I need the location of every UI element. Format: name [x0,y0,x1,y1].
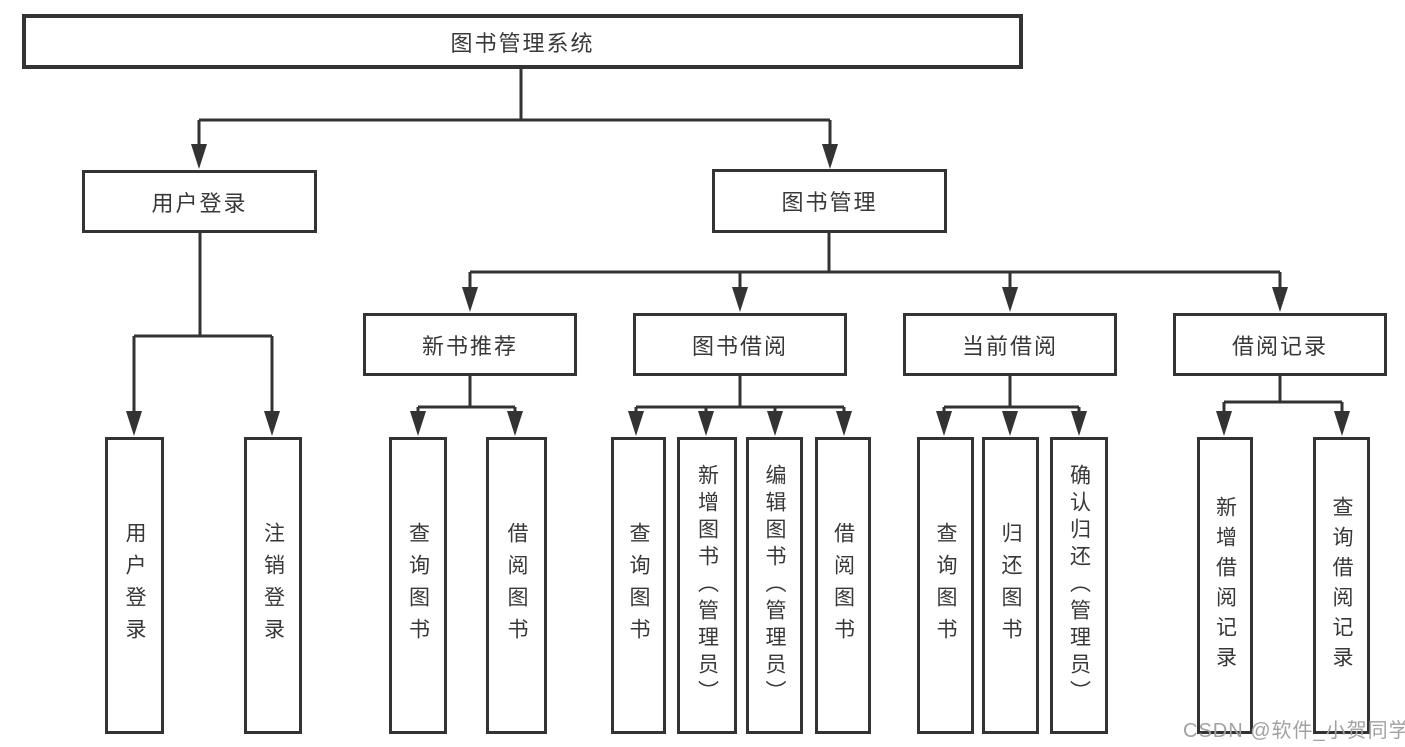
node-label: 新书推荐 [421,333,518,359]
node-library-management-system: 图书管理系统 [22,14,1023,69]
leaf-label: 新增图书（管理员） [695,464,719,707]
leaf-query-books-recommend: 查询图书 [389,437,447,734]
node-user-login: 用户登录 [82,170,317,233]
leaf-confirm-return-admin: 确认归还（管理员） [1050,437,1108,734]
leaf-logout: 注销登录 [244,437,302,734]
leaf-query-books-borrow: 查询图书 [611,437,666,734]
node-new-book-recommend: 新书推荐 [363,313,577,376]
leaf-add-borrow-record: 新增借阅记录 [1197,437,1253,734]
leaf-label: 注销登录 [261,521,285,650]
node-book-borrow: 图书借阅 [633,313,847,376]
node-current-borrow: 当前借阅 [903,313,1117,376]
node-book-management: 图书管理 [712,169,947,233]
leaf-label: 查询图书 [934,521,957,650]
leaf-label: 查询图书 [627,521,650,650]
leaf-user-login: 用户登录 [105,437,164,734]
leaf-return-books: 归还图书 [982,437,1039,734]
node-label: 当前借阅 [961,333,1058,359]
node-label: 图书管理系统 [450,30,595,56]
leaf-query-borrow-record: 查询借阅记录 [1313,437,1370,734]
leaf-label: 新增借阅记录 [1213,495,1237,676]
watermark: CSDN @软件_小贺同学 [1183,720,1405,742]
node-label: 图书借阅 [691,333,788,359]
leaf-label: 编辑图书（管理员） [763,464,786,707]
leaf-label: 借阅图书 [831,521,855,650]
leaf-label: 用户登录 [123,521,146,650]
leaf-label: 查询图书 [406,521,430,650]
leaf-edit-book-admin: 编辑图书（管理员） [746,437,803,734]
leaf-query-books-current: 查询图书 [917,437,974,734]
leaf-borrow-books: 借阅图书 [815,437,871,734]
leaf-label: 借阅图书 [505,521,528,650]
node-label: 用户登录 [151,190,248,216]
leaf-label: 归还图书 [999,521,1022,650]
node-label: 图书管理 [781,190,878,215]
leaf-label: 确认归还（管理员） [1067,464,1091,707]
node-borrow-records: 借阅记录 [1173,313,1387,376]
node-label: 借阅记录 [1231,333,1328,359]
leaf-borrow-books-recommend: 借阅图书 [486,437,547,734]
leaf-label: 查询借阅记录 [1330,495,1353,676]
leaf-add-book-admin: 新增图书（管理员） [677,437,737,734]
